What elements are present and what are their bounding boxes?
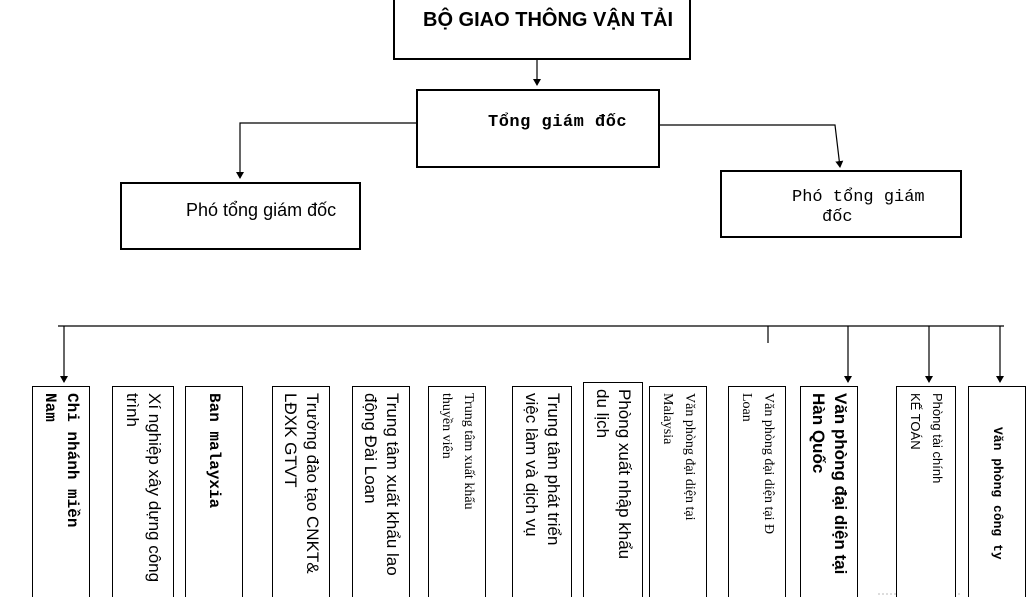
- unit-label-2: Xí nghiệp xây dựng công trình: [123, 393, 164, 583]
- deputy-right-line1: Phó tổng giám: [792, 188, 925, 207]
- unit-label-7: Trung tâm phát triển việc làm và dịch vụ: [522, 393, 563, 546]
- deputy-left-box: Phó tổng giám đốc: [120, 182, 361, 250]
- unit-label-10: Văn phòng đại diện tại Đ Loan: [739, 393, 776, 535]
- unit-box-12: Phòng tài chính KẾ TOÁN: [896, 386, 956, 597]
- unit-label-1: Chi nhánh miền Nam: [41, 393, 81, 528]
- unit-box-9: Văn phòng đại diện tại Malaysia: [649, 386, 707, 597]
- unit-label-12: Phòng tài chính KẾ TOÁN: [908, 393, 945, 484]
- unit-box-11: Văn phòng đại diện tại Hàn Quốc: [800, 386, 858, 597]
- ministry-title: BỘ GIAO THÔNG VẬN TẢI: [423, 9, 673, 31]
- unit-label-6: Trung tâm xuất khẩu thuyền viên: [439, 393, 476, 510]
- unit-box-4: Trường đào tạo CNKT& LĐXK GTVT: [272, 386, 330, 597]
- deputy-right-box: Phó tổng giám đốc: [720, 170, 962, 238]
- unit-label-3: Ban malayxia: [205, 393, 223, 509]
- arrow-ceo-to-deputy-left: [236, 122, 420, 179]
- unit-box-10: Văn phòng đại diện tại Đ Loan: [728, 386, 786, 597]
- deputy-right-line2: đốc: [822, 208, 853, 227]
- unit-box-5: Trung tâm xuất khẩu lao động Đài Loan: [352, 386, 410, 597]
- arrow-ceo-to-deputy-right: [660, 124, 844, 168]
- unit-box-3: Ban malayxia: [185, 386, 243, 597]
- ceo-title: Tổng giám đốc: [488, 113, 628, 132]
- unit-label-13: Văn phòng công ty: [990, 427, 1005, 560]
- ceo-box: Tổng giám đốc: [416, 89, 660, 168]
- unit-label-9: Văn phòng đại diện tại Malaysia: [660, 393, 697, 521]
- unit-box-8: Phòng xuất nhập khẩu du lịch: [583, 382, 643, 597]
- unit-box-13: Văn phòng công ty: [968, 386, 1026, 597]
- unit-label-5: Trung tâm xuất khẩu lao động Đài Loan: [361, 393, 402, 576]
- unit-box-6: Trung tâm xuất khẩu thuyền viên: [428, 386, 486, 597]
- unit-label-4: Trường đào tạo CNKT& LĐXK GTVT: [281, 393, 322, 574]
- unit-box-2: Xí nghiệp xây dựng công trình: [112, 386, 174, 597]
- ministry-box: BỘ GIAO THÔNG VẬN TẢI: [393, 0, 691, 60]
- unit-box-1: Chi nhánh miền Nam: [32, 386, 90, 597]
- deputy-left-title: Phó tổng giám đốc: [186, 200, 337, 220]
- deputy-right-title: Phó tổng giám đốc: [792, 188, 925, 228]
- unit-label-11: Văn phòng đại diện tại Hàn Quốc: [809, 393, 850, 575]
- unit-box-7: Trung tâm phát triển việc làm và dịch vụ: [512, 386, 572, 597]
- unit-label-8: Phòng xuất nhập khẩu du lịch: [593, 389, 634, 560]
